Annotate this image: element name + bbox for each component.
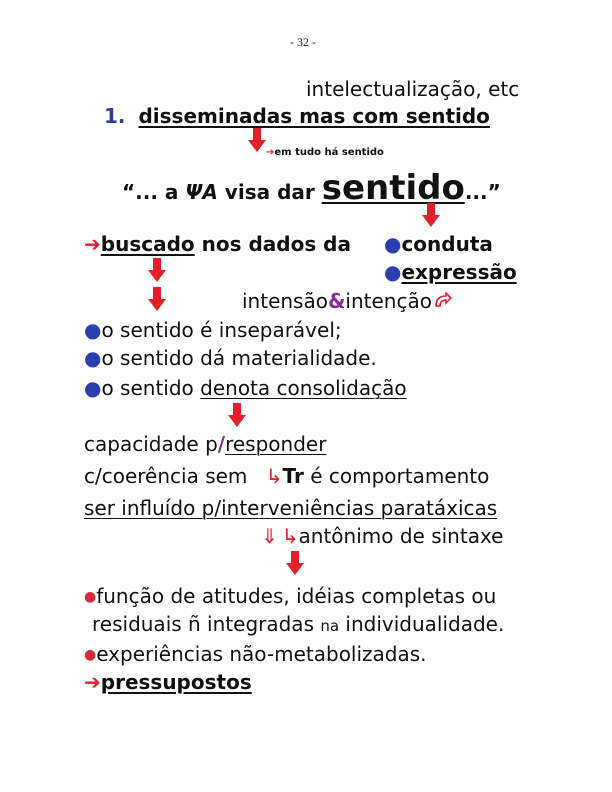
bullet-icon: ●: [84, 346, 102, 370]
funcao-line-1: ●função de atitudes, idéias completas ou: [84, 584, 496, 608]
pressupostos-line: ➔pressupostos: [84, 670, 252, 694]
bullet-icon: ●: [84, 647, 97, 663]
experiencias-line: ●experiências não-metabolizadas.: [84, 642, 427, 666]
text-intelectualizacao: intelectualização, etc: [306, 77, 520, 101]
bullet-icon: ●: [84, 376, 102, 400]
down-arrow-icon: [228, 403, 246, 427]
tr-abbrev: Tr: [282, 464, 304, 488]
small-note-text: em tudo há sentido: [274, 147, 384, 158]
hook-arrow-icon: ↳: [265, 464, 283, 488]
bullet-text: o sentido dá materialidade.: [101, 346, 377, 370]
denota-consolidacao: denota consolidação: [200, 376, 407, 400]
responder: responder: [225, 432, 327, 456]
bullet-icon: ●: [84, 318, 102, 342]
down-arrow-icon: [148, 287, 166, 311]
bullet-icon: ●: [84, 589, 97, 605]
bullet-text: o sentido é inseparável;: [101, 318, 342, 342]
bullet-icon: ●: [384, 260, 402, 284]
quote-word-sentido: sentido: [321, 168, 465, 208]
right-arrow-icon: ➔: [266, 147, 275, 158]
down-arrow-icon: [422, 203, 440, 227]
down-arrow-icon: [286, 551, 304, 575]
funcao-text-2b: individualidade.: [339, 612, 505, 636]
conduta: ●conduta: [384, 232, 493, 256]
psi-a: ΨA: [185, 180, 218, 204]
expressao: ●expressão: [384, 260, 517, 284]
comportamento: é comportamento: [303, 464, 490, 488]
buscado-word: buscado: [100, 232, 195, 256]
item-1: 1. disseminadas mas com sentido: [104, 104, 490, 128]
coerencia-line: c/coerência sem ↳Tr é comportamento: [84, 464, 489, 488]
double-down-arrow-icon: ⇓: [261, 524, 278, 548]
quote-open: “... a: [122, 180, 186, 204]
experiencias-text: experiências não-metabolizadas.: [96, 642, 427, 666]
small-note: ➔em tudo há sentido: [266, 140, 384, 159]
right-arrow-icon: ➔: [84, 232, 101, 256]
bullet-consolidacao: ●o sentido denota consolidação: [84, 376, 407, 400]
hook-arrow-icon: ↳: [281, 524, 299, 548]
bullet-materialidade: ●o sentido dá materialidade.: [84, 346, 377, 370]
coerencia: c/coerência sem: [84, 464, 248, 488]
antonimo-text: antônimo de sintaxe: [298, 524, 504, 548]
item-1-number: 1.: [104, 104, 126, 128]
funcao-line-2: residuais ñ integradas na individualidad…: [92, 612, 504, 636]
capacidade-line: capacidade p/responder: [84, 432, 326, 456]
pressupostos-text: pressupostos: [100, 670, 252, 694]
intensao-line: intensão&intenção: [242, 289, 453, 313]
funcao-na: na: [320, 617, 340, 635]
down-arrow-icon: [148, 258, 166, 282]
ampersand: &: [327, 289, 346, 313]
influido-line: ser influído p/interveniências paratáxic…: [84, 496, 498, 520]
item-1-text: disseminadas mas com sentido: [138, 104, 490, 128]
intensao: intensão: [242, 289, 328, 313]
curved-arrow-icon: [435, 291, 453, 307]
buscado-rest: nos dados da: [194, 232, 351, 256]
capacidade: capacidade p: [84, 432, 218, 456]
quote-line: “... a ΨA visa dar sentido...”: [122, 168, 501, 208]
bullet-inseparavel: ●o sentido é inseparável;: [84, 318, 342, 342]
quote-close: ...”: [464, 180, 501, 204]
conduta-text: conduta: [401, 232, 493, 256]
purple-slash: /: [217, 432, 226, 456]
page-number: - 32 -: [290, 35, 316, 49]
right-arrow-icon: ➔: [84, 670, 101, 694]
funcao-text-2a: residuais ñ integradas: [92, 612, 321, 636]
intencao: intenção: [345, 289, 432, 313]
expressao-text: expressão: [401, 260, 517, 284]
antonimo-line: ⇓↳antônimo de sintaxe: [261, 524, 503, 548]
funcao-text-1: função de atitudes, idéias completas ou: [96, 584, 497, 608]
bullet-text: o sentido: [101, 376, 201, 400]
quote-mid: visa dar: [217, 180, 322, 204]
down-arrow-icon: [248, 128, 266, 152]
bullet-icon: ●: [384, 232, 402, 256]
buscado-line: ➔buscado nos dados da: [84, 232, 351, 256]
